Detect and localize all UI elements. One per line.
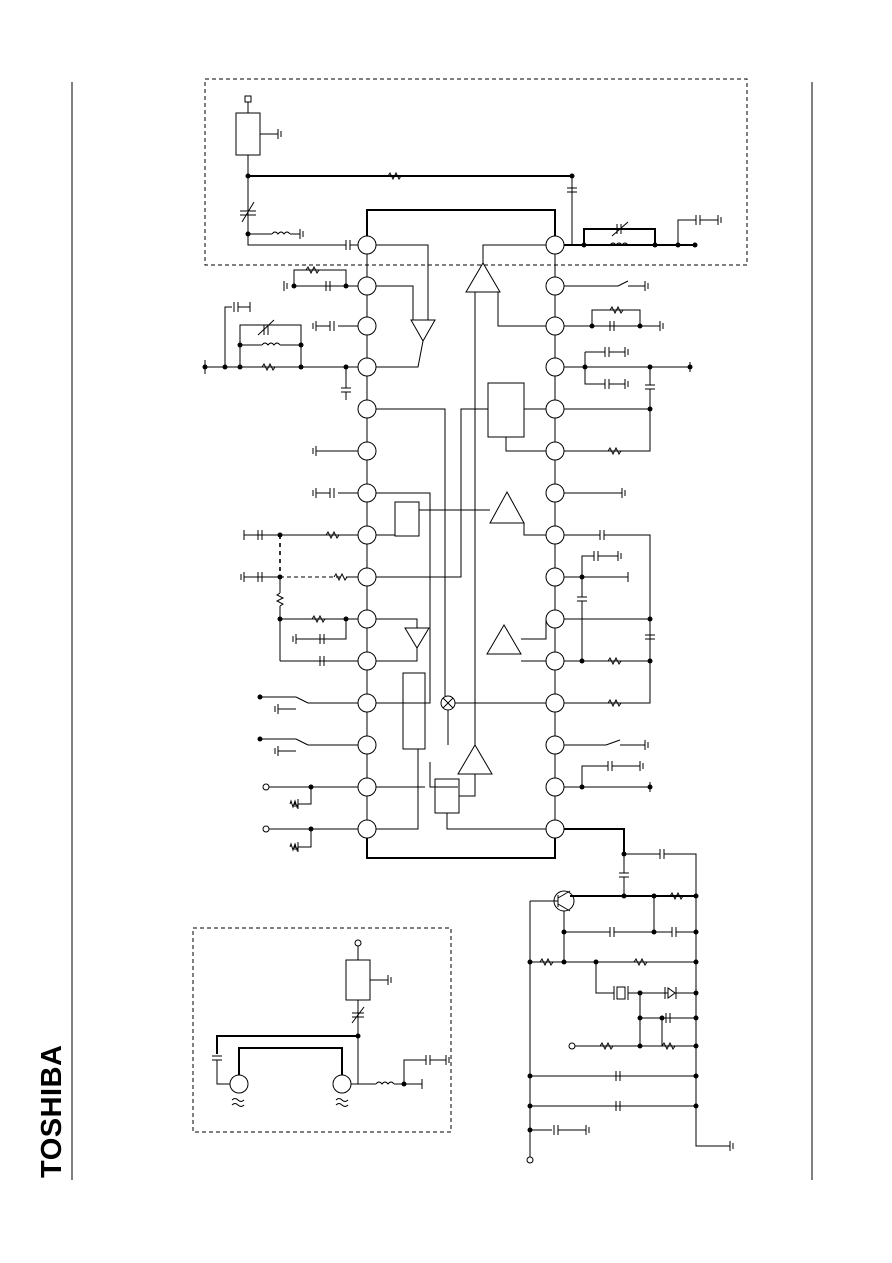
crystal-symbol	[616, 986, 626, 1000]
amp-triangle-5	[404, 627, 430, 649]
page-margin-lines	[71, 82, 813, 1180]
saw-filter-box	[192, 927, 452, 1133]
block-rect-1	[487, 382, 525, 438]
amp-triangle-2	[410, 319, 436, 343]
amp-triangle-3	[489, 490, 525, 524]
varicap-diode	[667, 987, 676, 999]
ic-pins-right	[545, 235, 565, 839]
amp-triangle-6	[457, 744, 493, 775]
block-rect-3	[402, 672, 426, 750]
oscillator-circuit	[526, 890, 699, 1164]
ground-symbols	[204, 129, 734, 1151]
block-rect-4	[434, 778, 460, 814]
saw-filter-circuit	[212, 939, 446, 1107]
amp-triangle-4	[486, 624, 522, 655]
right-external-components	[564, 280, 730, 1147]
tuner-circuit	[235, 95, 718, 250]
left-external-components	[202, 265, 358, 852]
tuner-box-top	[204, 78, 748, 266]
ic-pins-left	[357, 235, 377, 839]
ic-body	[366, 209, 556, 859]
block-rect-2	[394, 501, 420, 537]
ic-internal-wiring	[376, 244, 547, 830]
amp-triangle-1	[465, 262, 501, 293]
ic-internal-blocks	[394, 262, 525, 814]
